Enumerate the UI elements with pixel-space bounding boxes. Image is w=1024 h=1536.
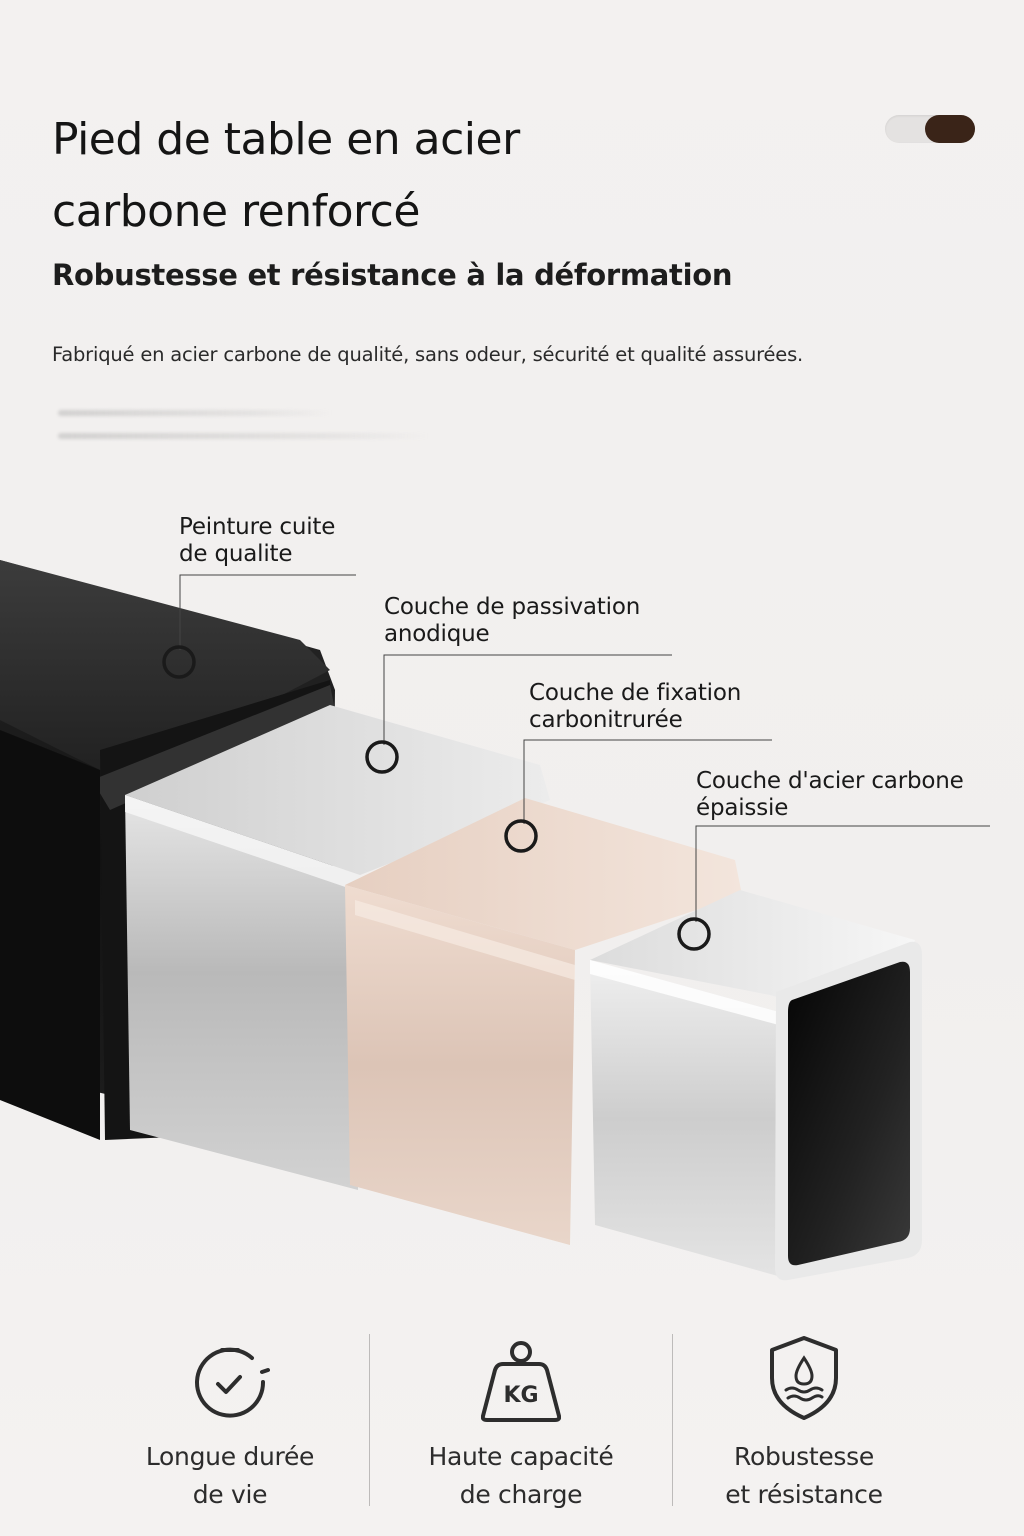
callout-label-carbonitride: Couche de fixation carbonitrurée — [529, 680, 742, 733]
callout-label-steel: Couche d'acier carbone épaissie — [696, 768, 964, 821]
page-title: Pied de table en acier carbone renforcé — [52, 114, 520, 237]
steel-tube-illustration: Peinture cuite de qualite Couche de pass… — [0, 480, 1024, 1300]
callout-label-paint: Peinture cuite de qualite — [179, 514, 336, 567]
callout-lines — [179, 574, 990, 922]
feature-label-load-capacity: Haute capacité de charge — [428, 1442, 614, 1509]
blurred-text-line — [58, 433, 430, 439]
feature-label-robustness: Robustesse et résistance — [725, 1442, 883, 1509]
feature-divider — [369, 1334, 370, 1506]
features-row: Longue durée de vie KG Haute capacité de… — [0, 1320, 1024, 1536]
layer-inner-steel — [590, 890, 922, 1281]
feature-longevity: Longue durée de vie — [80, 1320, 380, 1536]
page-subtitle: Robustesse et résistance à la déformatio… — [52, 258, 733, 292]
kg-label: KG — [503, 1383, 538, 1408]
feature-label-longevity: Longue durée de vie — [145, 1442, 315, 1509]
timer-check-icon — [190, 1332, 270, 1422]
callout-label-passivation: Couche de passivation anodique — [384, 594, 641, 647]
theme-toggle[interactable] — [885, 115, 975, 143]
blurred-text-line — [58, 410, 333, 416]
shield-water-icon — [764, 1332, 844, 1422]
kg-weight-icon: KG — [480, 1332, 562, 1422]
description-text: Fabriqué en acier carbone de qualité, sa… — [52, 343, 804, 366]
layer-rose-carbonitride — [345, 798, 742, 1245]
toggle-knob — [925, 115, 975, 143]
feature-divider — [672, 1334, 673, 1506]
layer-silver-passivation — [125, 705, 550, 1190]
steel-tube-svg — [0, 560, 990, 1281]
feature-robustness: Robustesse et résistance — [654, 1320, 954, 1536]
callout-markers — [162, 645, 711, 951]
feature-load-capacity: KG Haute capacité de charge — [371, 1320, 671, 1536]
